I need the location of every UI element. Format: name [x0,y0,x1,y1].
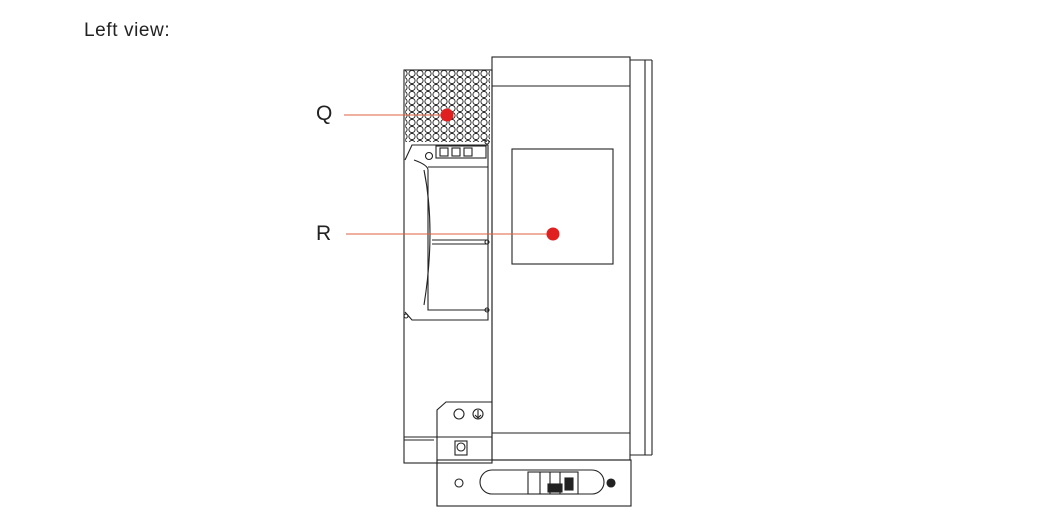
callout-q [344,108,454,122]
marker-q [440,108,454,122]
callout-label-q: Q [316,102,333,125]
marker-r [546,227,560,241]
handle-bracket [403,139,490,321]
view-caption: Left view: [84,20,171,41]
mounting-bracket [436,401,632,507]
callout-r [346,227,560,241]
callout-label-r: R [316,222,332,245]
main-body [491,56,653,461]
ventilation-grille [405,70,490,142]
